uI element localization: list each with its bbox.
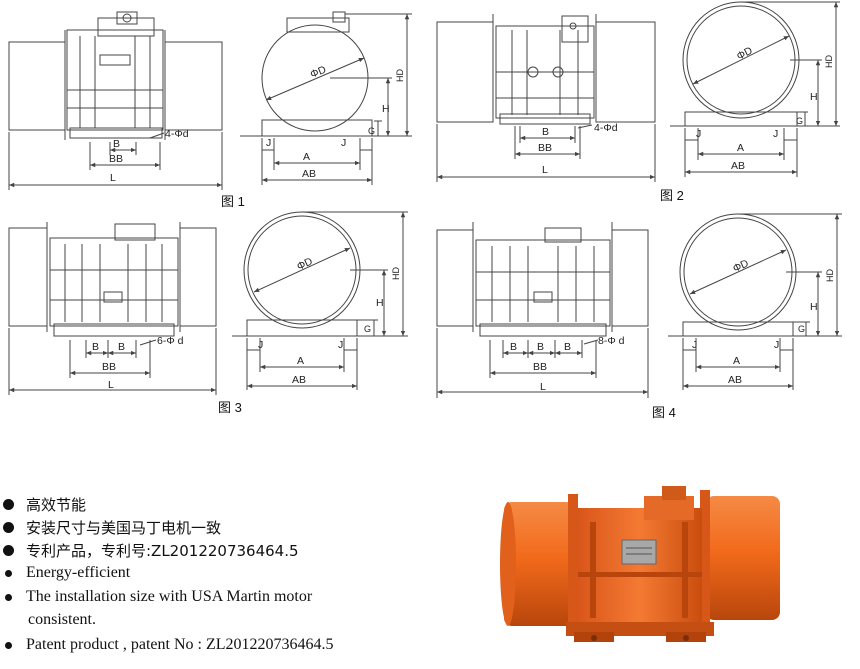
fig3-AB-label: AB [292,374,306,386]
fig2-H-label: H [810,91,818,103]
bullet-icon [3,499,14,510]
fig1-H-label: H [382,103,390,115]
fig4-B3-label: B [564,341,571,353]
fig4-H-label: H [810,301,818,313]
fig4-L-label: L [540,381,546,393]
fig3-hole-label: 6-Φ d [157,335,184,347]
fig3-L-label: L [108,379,114,391]
fig4-B1-label: B [510,341,517,353]
figure-2-caption: 图 2 [660,188,684,203]
feature-item: Energy-efficient [0,564,130,582]
fig3-B1-label: B [92,341,99,353]
figure-4-side-view [436,222,649,398]
feature-item: The installation size with USA Martin mo… [0,588,312,606]
vibration-motor-photo [500,486,780,642]
technical-drawings: B 4-Φd BB L ΦD HD H G J J A AB 图 1 [8,1,842,420]
fig4-G-label: G [798,324,805,334]
feature-text: 专利产品，专利号:ZL201220736464.5 [26,542,299,560]
fig2-phiD-label: ΦD [735,44,755,62]
fig2-hole-label: 4-Φd [594,122,618,134]
fig1-G-label: G [368,126,375,136]
fig4-BB-label: BB [533,361,547,373]
figure-1-caption: 图 1 [221,194,245,209]
fig3-G-label: G [364,324,371,334]
fig3-J-right-label: J [338,339,343,351]
fig4-B2-label: B [537,341,544,353]
figure-4-caption: 图 4 [652,405,676,420]
bullet-icon [3,545,14,556]
bullet-icon [5,593,12,601]
fig1-HD-label: HD [395,69,405,82]
fig2-BB-label: BB [538,142,552,154]
figure-3-caption: 图 3 [218,400,242,415]
fig2-HD-label: HD [824,55,834,68]
fig4-J-left-label: J [692,339,697,351]
fig1-BB-label: BB [109,153,123,165]
feature-item: Patent product , patent No : ZL201220736… [0,636,334,654]
fig2-L-label: L [542,164,548,176]
fig2-A-label: A [737,142,744,154]
feature-item: 安装尺寸与美国马丁电机一致 [0,517,221,538]
feature-text: The installation size with USA Martin mo… [26,588,313,605]
figure-2-side-view [436,14,656,182]
feature-text-continued: consistent. [28,611,96,628]
fig3-B2-label: B [118,341,125,353]
fig3-J-left-label: J [258,339,263,351]
bullet-icon [5,569,12,577]
fig2-J-left-label: J [696,128,701,140]
fig2-J-right-label: J [773,128,778,140]
feature-item: 高效节能 [0,494,86,515]
fig1-L-label: L [110,172,116,184]
fig3-BB-label: BB [102,361,116,373]
figure-2-end-view [670,1,840,177]
feature-item: 专利产品，专利号:ZL201220736464.5 [0,540,299,561]
feature-text: Energy-efficient [26,564,131,581]
fig1-J-right-label: J [341,137,346,149]
fig4-AB-label: AB [728,374,742,386]
fig4-hole-label: 8-Φ d [598,335,625,347]
fig3-HD-label: HD [391,267,401,280]
figure-1-end-view [240,11,412,185]
fig1-A-label: A [303,151,310,163]
fig2-AB-label: AB [731,160,745,172]
fig1-B-label: B [113,138,120,150]
fig3-A-label: A [297,355,304,367]
feature-text: Patent product , patent No : ZL201220736… [26,636,334,653]
fig4-HD-label: HD [825,269,835,282]
fig3-phiD-label: ΦD [295,255,315,273]
fig2-B-label: B [542,126,549,138]
fig3-H-label: H [376,297,384,309]
bullet-icon [5,641,12,649]
figure-4-end-view [668,213,842,390]
figure-3-side-view [8,222,217,395]
fig1-phiD-label: ΦD [309,63,329,80]
fig1-AB-label: AB [302,168,316,180]
fig4-J-right-label: J [774,339,779,351]
feature-text: 高效节能 [26,496,87,514]
fig1-J-left-label: J [266,137,271,149]
fig2-G-label: G [796,116,803,126]
fig4-phiD-label: ΦD [731,257,751,275]
figure-3-end-view [232,211,408,390]
fig4-A-label: A [733,355,740,367]
figure-1-side-view [8,11,223,190]
feature-text: 安装尺寸与美国马丁电机一致 [26,519,222,537]
bullet-icon [3,522,14,533]
fig1-hole-label: 4-Φd [165,128,189,140]
